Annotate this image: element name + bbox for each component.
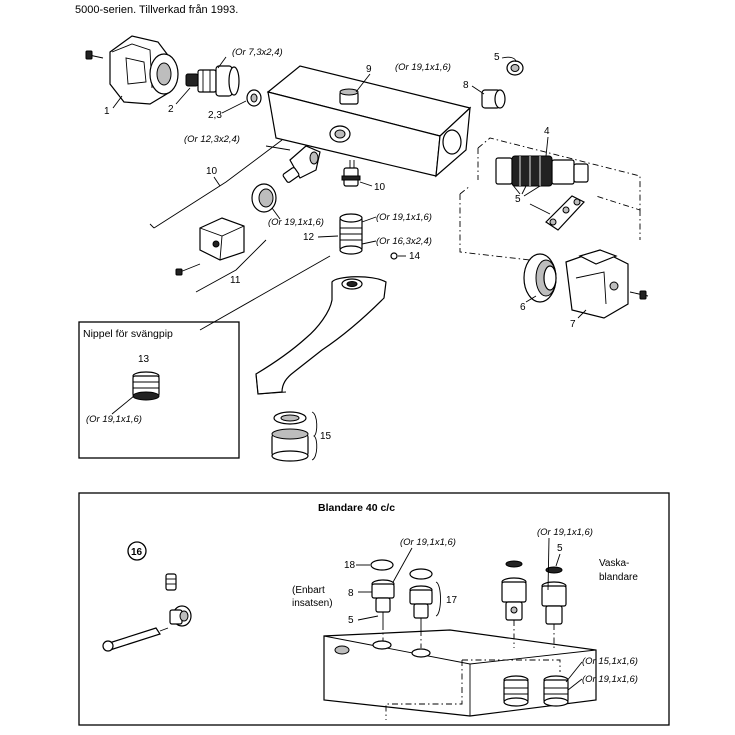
oring-16-3: (Or 16,3x2,4)	[376, 236, 432, 247]
oring-19-mid: (Or 19,1x1,6)	[268, 217, 324, 228]
insert-left	[371, 579, 395, 624]
label-part-4: 4	[544, 126, 550, 137]
swivel-spout	[255, 276, 387, 395]
part-stop-ring	[545, 195, 585, 231]
bottom-nipple-left	[503, 675, 529, 707]
part-ring-nut	[251, 183, 277, 213]
series-caption: 5000-serien. Tillverkad från 1993.	[75, 4, 238, 16]
part-13-nipple	[132, 371, 160, 401]
label-part-2-3: 2,3	[208, 110, 222, 121]
part-10-valve-b	[341, 160, 361, 187]
label-part-2: 2	[168, 104, 174, 115]
blandare-panel	[78, 492, 670, 726]
vaska-valve-left	[501, 560, 527, 621]
label-part-17: 17	[446, 595, 458, 606]
part-11-cap	[199, 217, 245, 261]
label-part-5-mid: 5	[515, 194, 521, 205]
part-10-nipple-a	[282, 145, 321, 183]
part-8-sleeve	[481, 89, 506, 109]
label-part-14: 14	[409, 251, 421, 262]
part-18-cap-left	[370, 559, 394, 571]
oring-19-c: (Or 19,1x1,6)	[582, 674, 638, 685]
part-wall-plug	[169, 605, 192, 627]
oring-12-3: (Or 12,3x2,4)	[184, 134, 240, 145]
oring-19-b: (Or 19,1x1,6)	[537, 527, 593, 538]
label-part-13: 13	[138, 354, 150, 365]
label-part-11: 11	[230, 275, 241, 286]
part-grub-screw	[165, 573, 177, 591]
label-part-12: 12	[303, 232, 315, 243]
part-5-nut-small	[506, 60, 524, 76]
label-part-18: 18	[344, 560, 356, 571]
part-7-temperature-knob	[565, 249, 629, 319]
blandare-title: Blandare 40 c/c	[318, 502, 395, 514]
label-part-15: 15	[320, 431, 332, 442]
bottom-nipple-right	[543, 675, 569, 707]
label-part-5-bottom-b: 5	[557, 543, 563, 554]
nipple-inset-oring: (Or 19,1x1,6)	[86, 414, 142, 425]
oring-15-1: (Or 15,1x1,6)	[582, 656, 638, 667]
vaska-line1: Vaska-	[599, 558, 629, 569]
part-16-circle	[127, 541, 147, 561]
part-2-3-ring	[246, 89, 262, 107]
mixer-body	[266, 65, 472, 178]
oring-19-a: (Or 19,1x1,6)	[400, 537, 456, 548]
label-part-5-bottom-a: 5	[348, 615, 354, 626]
label-part-10-b: 10	[374, 182, 386, 193]
label-part-1: 1	[104, 106, 110, 117]
part-18-cap-right	[409, 568, 433, 580]
label-part-7: 7	[570, 319, 576, 330]
part-15-aerator	[271, 411, 309, 462]
part-12-nipple	[339, 213, 363, 255]
nipple-inset-title: Nippel för svängpip	[83, 328, 173, 340]
oring-19-top: (Or 19,1x1,6)	[395, 62, 451, 73]
part-wood-screw	[102, 627, 169, 652]
nipple-inset-box	[78, 321, 240, 459]
label-part-5-top: 5	[494, 52, 500, 63]
oring-19-12: (Or 19,1x1,6)	[376, 212, 432, 223]
vaska-line2: blandare	[599, 572, 638, 583]
label-part-16: 16	[131, 547, 143, 558]
label-part-8: 8	[463, 80, 469, 91]
label-part-9: 9	[366, 64, 372, 75]
label-part-8-bottom: 8	[348, 588, 354, 599]
insert-note-line1: (Enbart	[292, 585, 325, 596]
insert-note-line2: insatsen)	[292, 598, 333, 609]
part-14-oring-small	[390, 252, 398, 260]
oring-7-3: (Or 7,3x2,4)	[232, 47, 283, 58]
part-6-scale-ring	[523, 253, 557, 303]
part-1-left-handle	[85, 35, 179, 105]
label-part-10-a: 10	[206, 166, 218, 177]
vaska-valve-right	[541, 566, 567, 625]
insert-right	[409, 585, 433, 630]
part-4-thermostat-cartridge	[495, 155, 589, 187]
part-2-cartridge	[185, 65, 240, 97]
label-part-6: 6	[520, 302, 526, 313]
